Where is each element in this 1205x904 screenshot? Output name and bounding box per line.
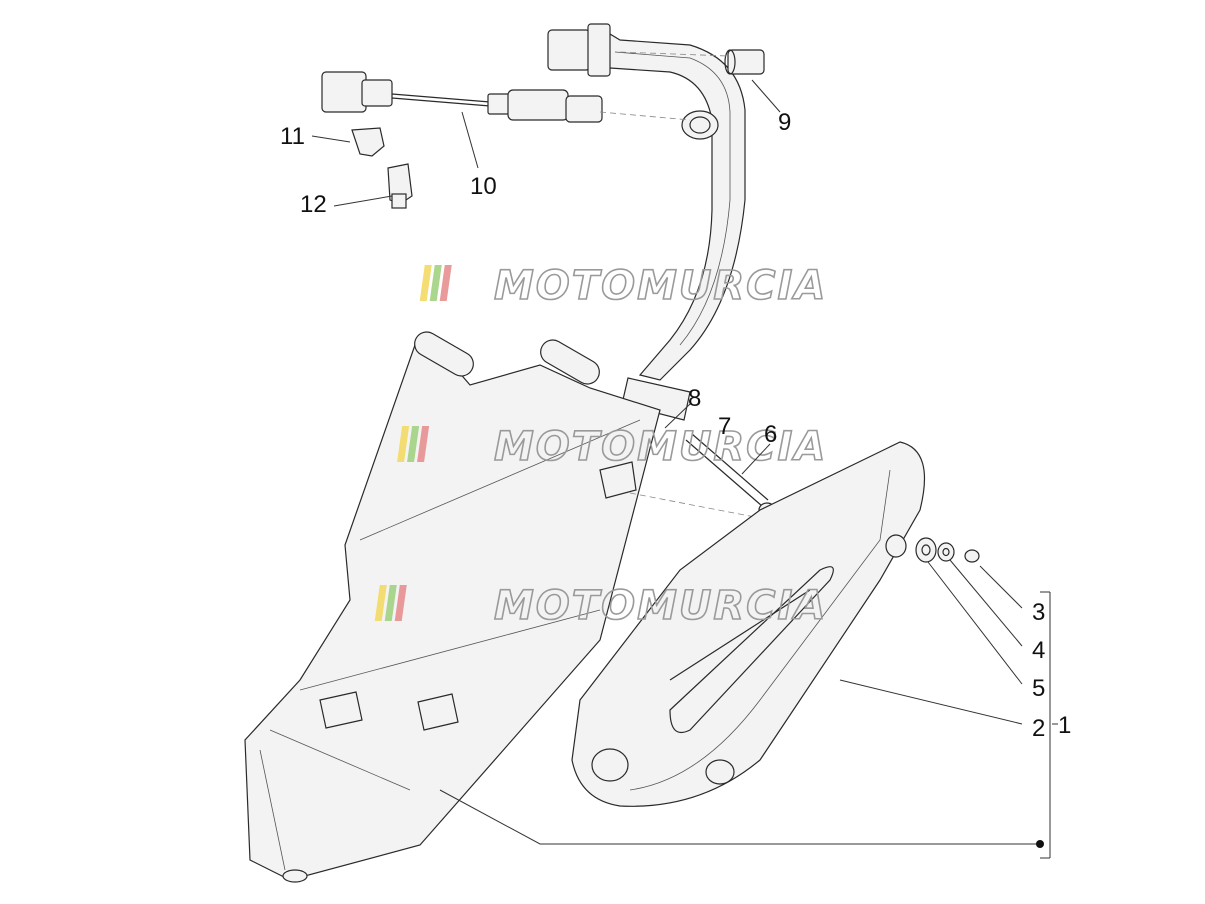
watermark-2: MOTOMURCIA: [397, 423, 827, 471]
callout-5[interactable]: 5: [1032, 675, 1045, 702]
lambda-sensor[interactable]: [321, 71, 603, 123]
callout-1[interactable]: 1: [1058, 712, 1071, 739]
watermark-stripe: [429, 265, 442, 301]
watermark-stripe: [417, 426, 430, 462]
heat-shield[interactable]: [571, 441, 926, 807]
watermark-text: MOTOMURCIA: [494, 424, 827, 470]
watermark-stripe: [397, 426, 410, 462]
flat-washer[interactable]: [937, 542, 955, 562]
callout-labels: 1 2 3 4 5 6 7 8 9 10 11 12: [280, 109, 1071, 742]
callout-2[interactable]: 2: [1032, 715, 1045, 742]
push-clip[interactable]: [351, 127, 385, 157]
watermark-stripe: [419, 265, 432, 301]
watermark-stripe: [394, 585, 407, 621]
callout-7[interactable]: 7: [718, 413, 731, 440]
watermark-1: MOTOMURCIA: [419, 262, 827, 310]
callout-3[interactable]: 3: [1032, 599, 1045, 626]
watermark-text: MOTOMURCIA: [494, 583, 827, 629]
callout-9[interactable]: 9: [778, 109, 791, 136]
callout-4[interactable]: 4: [1032, 637, 1045, 664]
watermark-stripe: [384, 585, 397, 621]
watermark-stripe: [374, 585, 387, 621]
rubber-washer[interactable]: [915, 537, 937, 563]
watermark-stripe: [407, 426, 420, 462]
leader-lines: [311, 79, 1058, 859]
exhaust-pipe[interactable]: [547, 23, 746, 421]
screw[interactable]: [964, 549, 980, 563]
leader-terminal-dot: [1036, 840, 1044, 848]
callout-12[interactable]: 12: [300, 191, 327, 218]
callout-10[interactable]: 10: [470, 173, 497, 200]
callout-11[interactable]: 11: [280, 123, 305, 150]
callout-6[interactable]: 6: [764, 421, 777, 448]
gasket-sleeve[interactable]: [724, 49, 765, 75]
cable-bracket[interactable]: [387, 163, 413, 209]
watermark-stripe: [439, 265, 452, 301]
watermark-3: MOTOMURCIA: [374, 582, 827, 630]
watermark-text: MOTOMURCIA: [494, 263, 827, 309]
silencer-body[interactable]: [244, 328, 661, 883]
callout-8[interactable]: 8: [688, 385, 701, 412]
